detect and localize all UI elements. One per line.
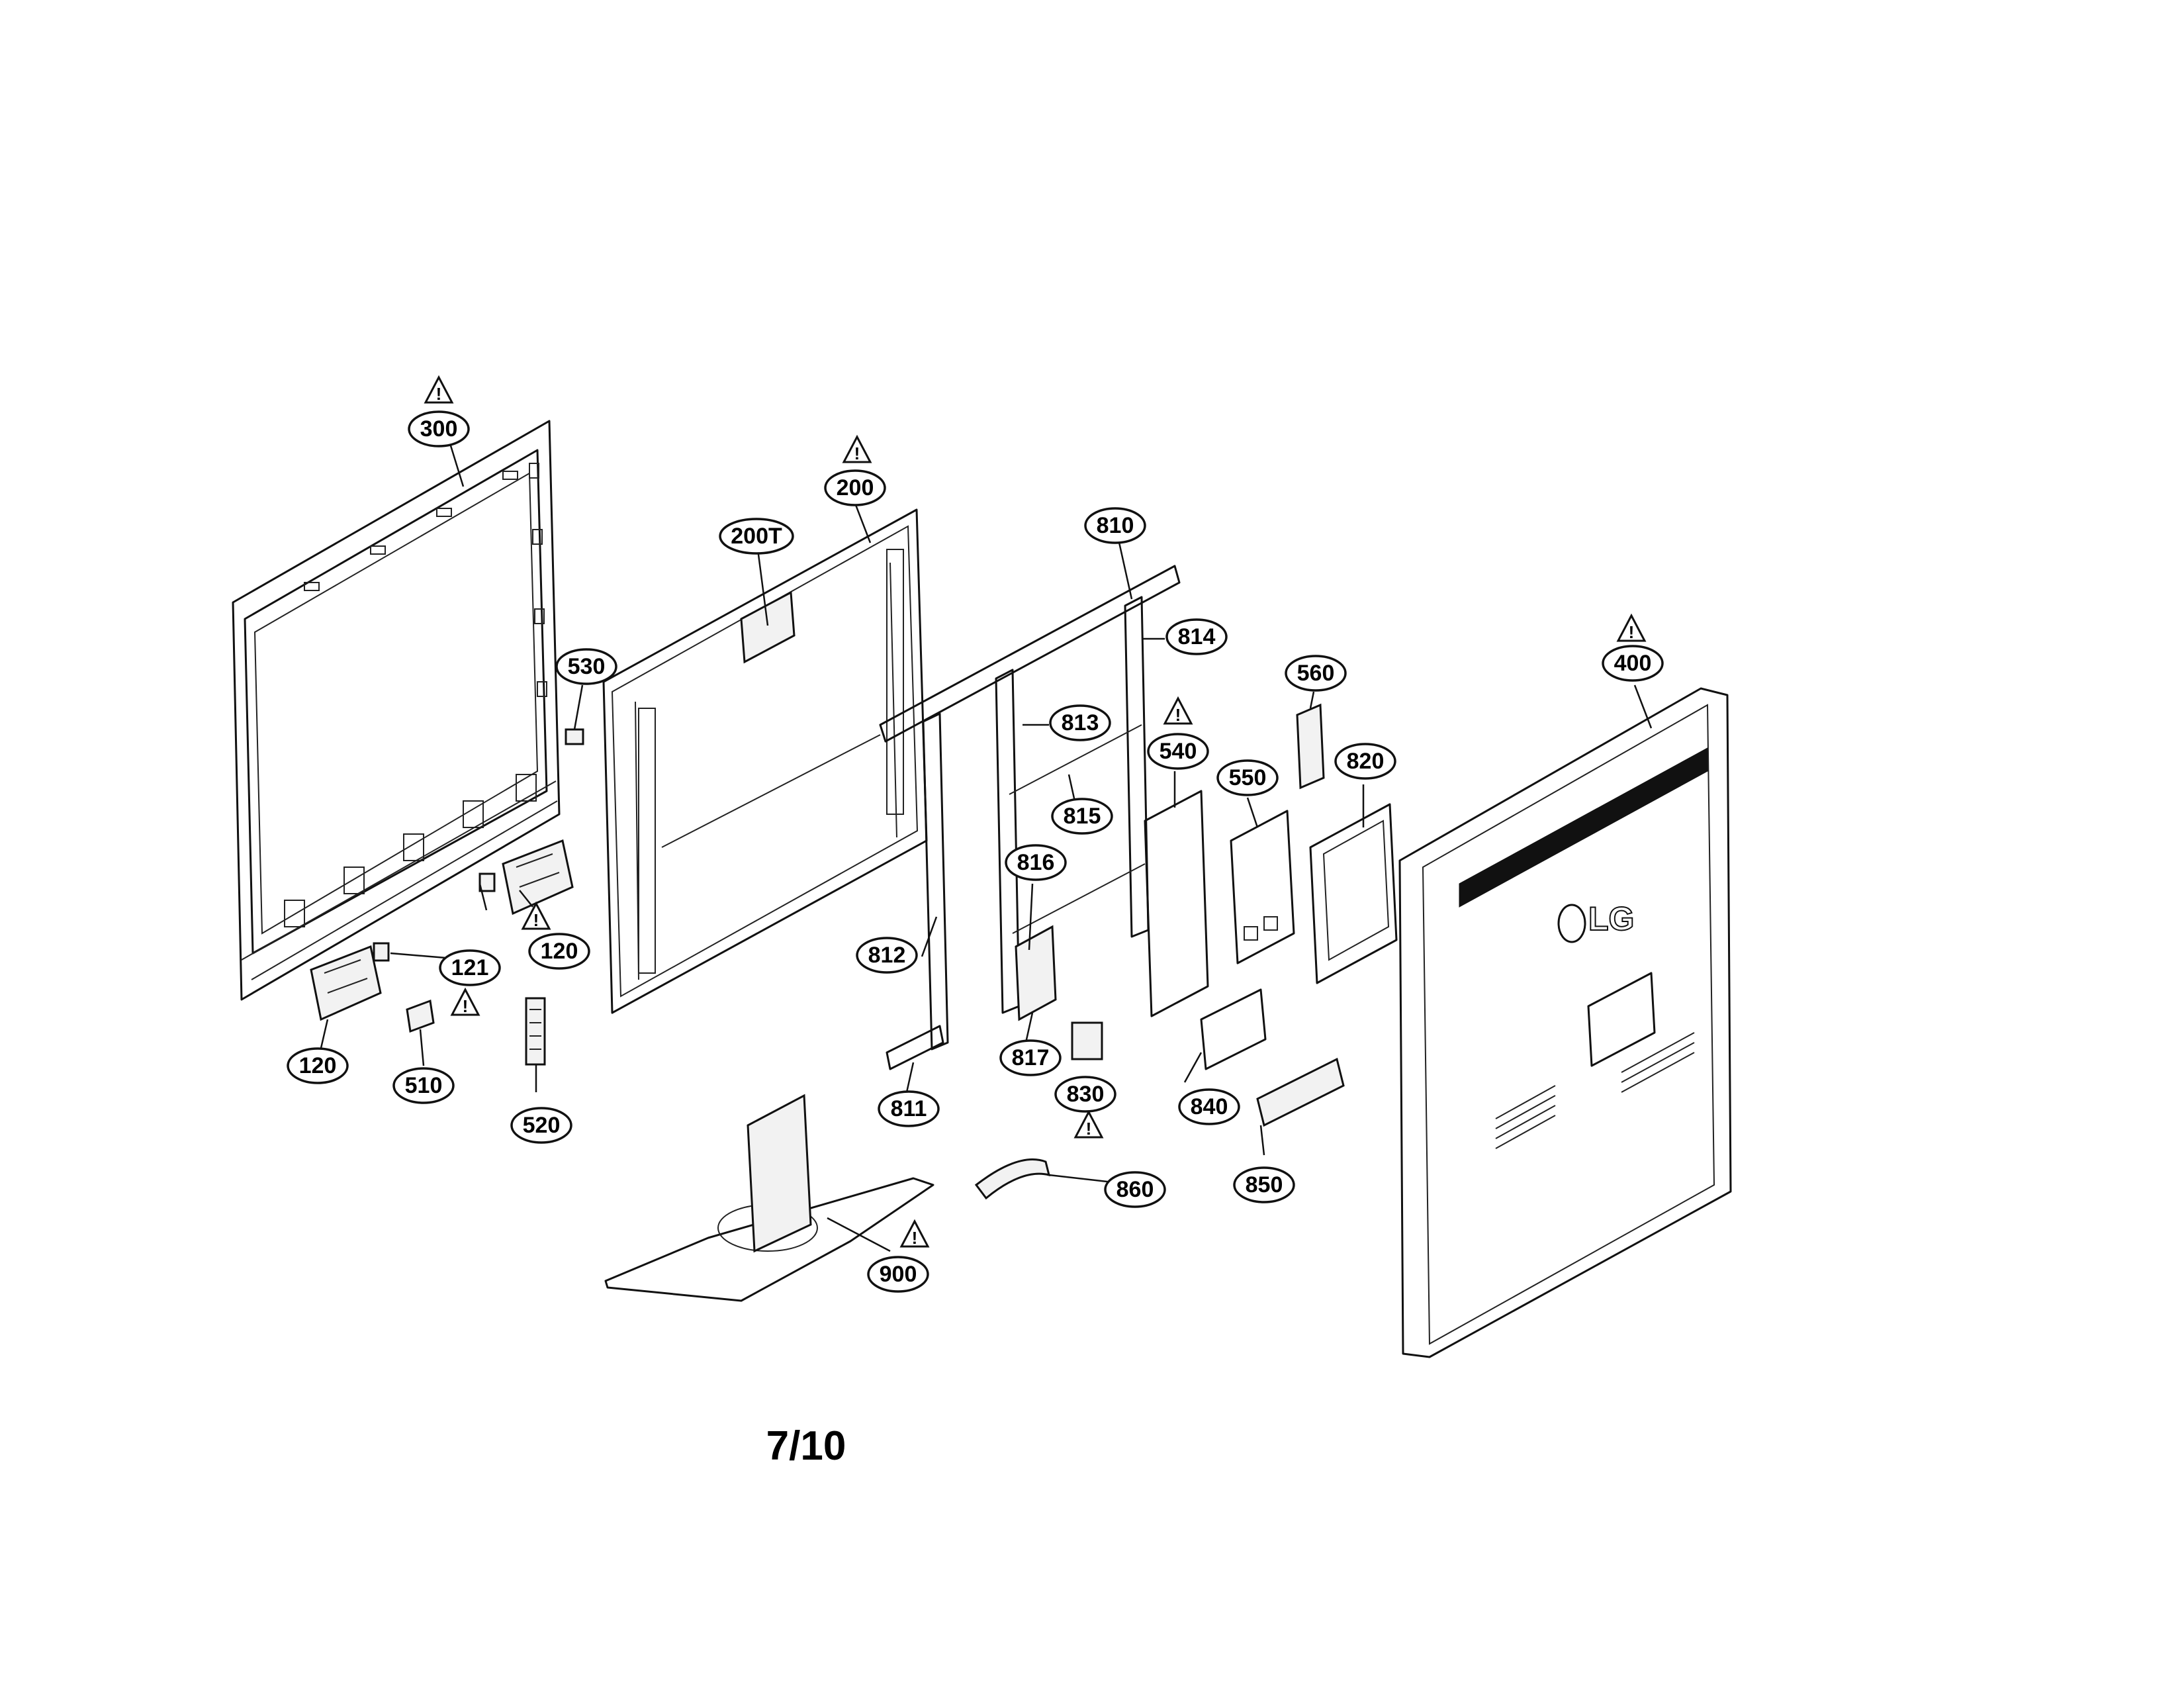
- part-510-board: [406, 999, 435, 1033]
- callout-200[interactable]: 200: [824, 469, 886, 506]
- svg-text:810: 810: [1097, 513, 1134, 538]
- part-300-front-bezel: [232, 420, 561, 1001]
- svg-text:900: 900: [880, 1262, 917, 1287]
- svg-text:!: !: [1086, 1119, 1092, 1139]
- svg-text:200: 200: [837, 475, 874, 500]
- callout-400[interactable]: 400: [1602, 645, 1664, 682]
- part-520-keypad: [525, 997, 546, 1066]
- part-530-switch: [565, 728, 584, 745]
- svg-text:811: 811: [891, 1096, 927, 1121]
- callout-820[interactable]: 820: [1334, 743, 1396, 780]
- warning-triangle-icon: !: [1073, 1109, 1104, 1139]
- svg-text:860: 860: [1116, 1177, 1154, 1202]
- part-820-shield: [1309, 803, 1398, 984]
- part-830-power-connector: [1071, 1021, 1103, 1060]
- warning-triangle-icon: !: [424, 375, 454, 404]
- svg-text:813: 813: [1062, 710, 1099, 735]
- part-120-speaker-left: [310, 945, 382, 1021]
- svg-text:200T: 200T: [731, 524, 782, 549]
- callout-900[interactable]: 900: [867, 1256, 929, 1293]
- callout-300[interactable]: 300: [408, 410, 470, 447]
- warning-triangle-icon: !: [521, 901, 551, 930]
- warning-triangle-icon: !: [450, 987, 480, 1016]
- warning-triangle-icon: !: [1163, 696, 1193, 725]
- part-860-cover: [974, 1158, 1051, 1200]
- callout-200T[interactable]: 200T: [719, 518, 794, 555]
- callout-816[interactable]: 816: [1005, 844, 1067, 881]
- callouts: 300 200 200T 810 814 813 815 816 812 817…: [287, 410, 1664, 1293]
- part-900-stand: [604, 1094, 934, 1302]
- callout-510[interactable]: 510: [392, 1067, 455, 1104]
- svg-text:120: 120: [541, 939, 578, 964]
- svg-text:540: 540: [1160, 739, 1197, 764]
- part-850-bracket: [1256, 1057, 1345, 1127]
- warning-triangle-icon: !: [899, 1219, 930, 1248]
- svg-text:530: 530: [568, 654, 606, 679]
- callout-814[interactable]: 814: [1165, 618, 1228, 655]
- callout-812[interactable]: 812: [856, 937, 918, 974]
- svg-text:560: 560: [1297, 661, 1335, 686]
- svg-text:820: 820: [1347, 749, 1385, 774]
- svg-text:814: 814: [1178, 624, 1216, 649]
- svg-text:840: 840: [1191, 1094, 1228, 1119]
- callout-520[interactable]: 520: [510, 1107, 572, 1144]
- svg-text:300: 300: [420, 416, 458, 442]
- page-number: 7/10: [766, 1423, 846, 1469]
- part-810-frame: [879, 565, 1181, 1070]
- part-840-board: [1200, 988, 1267, 1070]
- svg-text:!: !: [1175, 705, 1181, 725]
- svg-text:!: !: [463, 996, 469, 1016]
- svg-text:830: 830: [1067, 1082, 1105, 1107]
- callout-121[interactable]: 121: [439, 949, 501, 986]
- part-540-sheet: [1144, 790, 1209, 1017]
- svg-text:850: 850: [1246, 1172, 1283, 1197]
- svg-text:817: 817: [1012, 1045, 1050, 1070]
- callout-120-left[interactable]: 120: [287, 1047, 349, 1084]
- warning-triangle-icon: !: [1616, 613, 1647, 642]
- part-550-board: [1230, 810, 1295, 964]
- callout-560[interactable]: 560: [1285, 655, 1347, 692]
- part-400-back-cover: LG: [1398, 687, 1732, 1358]
- callout-811[interactable]: 811: [878, 1090, 940, 1127]
- svg-text:520: 520: [523, 1113, 561, 1138]
- part-120-speaker-right: [502, 839, 574, 915]
- svg-text:!: !: [1629, 622, 1635, 642]
- warning-triangle-icon: !: [842, 434, 872, 463]
- svg-text:815: 815: [1064, 804, 1101, 829]
- callout-850[interactable]: 850: [1233, 1166, 1295, 1203]
- callout-830[interactable]: 830: [1054, 1076, 1116, 1113]
- callout-815[interactable]: 815: [1051, 798, 1113, 835]
- callout-530[interactable]: 530: [555, 648, 617, 685]
- svg-text:400: 400: [1614, 651, 1652, 676]
- lg-logo: LG: [1588, 900, 1634, 937]
- svg-text:!: !: [912, 1228, 918, 1248]
- part-560-bracket: [1296, 703, 1325, 790]
- svg-text:510: 510: [405, 1073, 443, 1098]
- svg-text:121: 121: [451, 955, 489, 980]
- warning-icons: ! ! ! ! ! ! ! !: [424, 375, 1647, 1248]
- svg-text:550: 550: [1229, 765, 1267, 790]
- callout-810[interactable]: 810: [1084, 507, 1146, 544]
- callout-540[interactable]: 540: [1147, 733, 1209, 770]
- svg-text:!: !: [854, 444, 860, 463]
- callout-817[interactable]: 817: [999, 1039, 1062, 1076]
- callout-550[interactable]: 550: [1216, 759, 1279, 796]
- svg-text:816: 816: [1017, 850, 1055, 875]
- callout-813[interactable]: 813: [1049, 704, 1111, 741]
- svg-text:!: !: [533, 910, 539, 930]
- svg-text:120: 120: [299, 1053, 337, 1078]
- callout-860[interactable]: 860: [1104, 1171, 1166, 1208]
- callout-120-right[interactable]: 120: [528, 933, 590, 970]
- part-121-bracket: [373, 872, 496, 962]
- callout-840[interactable]: 840: [1178, 1088, 1240, 1125]
- svg-text:!: !: [436, 384, 442, 404]
- svg-text:812: 812: [868, 943, 906, 968]
- part-200-panel: [602, 508, 928, 1014]
